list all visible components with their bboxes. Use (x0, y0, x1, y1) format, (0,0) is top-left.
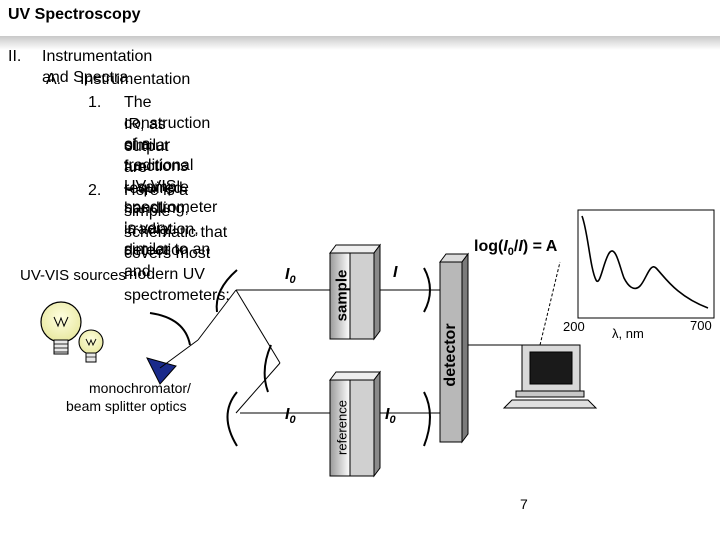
outline-l1-number: II. (8, 48, 22, 65)
outline-l2-number: A. (46, 71, 62, 88)
outline-item1-line1: The construction of a traditional UV-VIS… (124, 94, 218, 258)
monochromator-label-line2: beam splitter optics (66, 398, 187, 414)
detector-box (439, 252, 469, 444)
detector-label: detector (442, 323, 459, 387)
title-gradient-band (0, 36, 720, 50)
sample-cuvette (329, 243, 381, 341)
outline-item1-number: 1. (88, 94, 102, 111)
i0-right-label: I0 (385, 406, 396, 427)
computer-to-plot-line (539, 261, 561, 346)
spectrum-plot (577, 209, 715, 319)
beam-lines (159, 289, 440, 414)
outline-l2-text: Instrumentation (80, 71, 191, 88)
i0-top-label: I0 (285, 266, 296, 287)
outline-item1-line2: IR, as similar functions – sample handli… (124, 116, 199, 280)
outline-item2-number: 2. (88, 182, 102, 199)
i0-bottom-label: I0 (285, 406, 296, 427)
monochromator-prism-icon (146, 357, 177, 385)
slide-title: UV Spectroscopy (8, 6, 141, 23)
page-number: 7 (520, 496, 528, 512)
uv-vis-sources-label: UV-VIS sources (20, 267, 126, 284)
i-label: I (393, 264, 398, 281)
monochromator-label-line1: monochromator/ (89, 380, 191, 396)
outline-item1-line3: output are required (124, 138, 183, 197)
axis-unit-label: λ, nm (612, 326, 644, 341)
axis-max-label: 700 (690, 318, 712, 333)
reference-label: reference (334, 400, 350, 455)
reference-cuvette (329, 370, 381, 478)
mirror-arcs (149, 267, 431, 447)
outline-item2-text: Here is a simple schematic that covers m… (124, 182, 230, 304)
large-bulb-icon (40, 301, 82, 355)
small-bulb-icon (78, 329, 104, 363)
outline-l1-text: Instrumentation and Spectra (42, 48, 153, 86)
sample-label: sample (333, 269, 351, 322)
computer-icon (502, 344, 598, 409)
axis-min-label: 200 (563, 319, 585, 334)
absorbance-formula: log(I0/I) = A (474, 238, 558, 259)
